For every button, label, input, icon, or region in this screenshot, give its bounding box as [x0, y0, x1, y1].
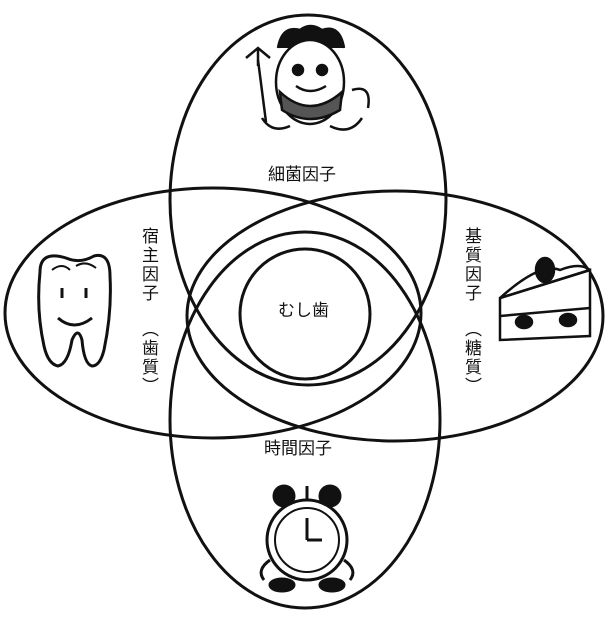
alarm-clock-icon — [261, 486, 353, 591]
time-factor-label: 時間因子 — [264, 441, 332, 458]
substrate-factor-sublabel: （糖質） — [462, 320, 479, 396]
host-factor-label: 宿主因子 — [139, 227, 156, 303]
devil-bacteria-icon — [246, 26, 369, 130]
smiling-tooth-icon — [39, 255, 111, 366]
bacteria-factor-label: 細菌因子 — [268, 167, 336, 184]
cake-slice-icon — [500, 258, 590, 340]
substrate-factor-label: 基質因子 — [462, 227, 479, 303]
host-factor-sublabel: （歯質） — [139, 320, 156, 396]
caries-center-label: むし歯 — [278, 303, 329, 320]
